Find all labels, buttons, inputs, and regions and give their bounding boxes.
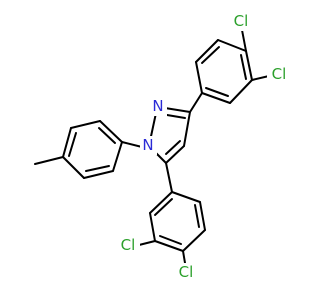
bond-ring-a6-double <box>205 87 229 97</box>
bond-ring-a2 <box>195 39 219 63</box>
bond-ring-a1 <box>195 61 203 94</box>
bond-ring-c1 <box>99 120 123 143</box>
bond-ring-a5 <box>229 79 253 104</box>
lower-dichlorophenyl-ring <box>138 162 206 264</box>
pyrazole-ring <box>149 107 191 164</box>
bond-c4-c5 <box>165 145 185 164</box>
bond-ring-b4 <box>182 229 206 252</box>
atom-cl-bottom-a-label: Cl <box>121 236 136 254</box>
bond-ring-b5 <box>199 201 206 231</box>
bond-n2-c3 <box>164 107 191 113</box>
atom-cl-bottom-b-label: Cl <box>179 263 194 281</box>
atom-n1-label: N <box>142 136 153 154</box>
atom-labels: N N Cl Cl Cl Cl <box>116 12 291 282</box>
bond-ring-a4 <box>245 50 253 81</box>
bond-ring-b1 <box>149 191 173 214</box>
bond-ring-c1-double <box>98 127 116 144</box>
bond-ring-c3 <box>62 127 72 158</box>
bond-ring-c5 <box>83 170 114 179</box>
bond-ring-c3-double <box>68 132 77 157</box>
bond-ring-c5-double <box>85 165 110 172</box>
bond-ring-b2 <box>149 212 156 242</box>
bond-n1-aryl <box>121 141 143 148</box>
bond-n2-c3-double <box>166 114 186 119</box>
molecule-structure: N N Cl Cl Cl Cl <box>34 12 291 282</box>
bond-ring-a6 <box>201 92 231 104</box>
atom-cl-top-a-label: Cl <box>234 12 249 30</box>
bond-c3-aryl <box>189 92 203 113</box>
atom-n2-label: N <box>152 97 163 115</box>
bond-c5-aryl <box>165 162 173 193</box>
bond-ring-c6 <box>112 141 123 172</box>
bond-ring-c2 <box>70 120 101 129</box>
bond-c-cl-bottom-b <box>182 250 186 264</box>
bond-ring-b5-double <box>194 204 200 228</box>
tolyl-ring <box>34 120 143 179</box>
bond-ring-b3 <box>154 240 184 252</box>
bond-ring-a4-double <box>240 54 247 80</box>
bond-ring-a2-double <box>201 46 220 64</box>
bond-ring-b3-double <box>159 235 182 245</box>
bond-c-cl-top-b <box>251 75 270 81</box>
bond-ring-c4 <box>62 156 85 179</box>
bond-c4-c5-double <box>165 140 181 155</box>
bond-methyl <box>34 156 64 165</box>
bond-ring-a3 <box>217 39 247 52</box>
upper-dichlorophenyl-ring <box>189 29 270 113</box>
bond-ring-b6 <box>171 191 201 203</box>
atom-cl-top-b-label: Cl <box>272 65 287 83</box>
bond-c-cl-top-a <box>241 29 247 52</box>
bond-ring-b1-double <box>154 198 173 216</box>
bond-c3-c4 <box>183 111 191 147</box>
bond-c-cl-bottom-a <box>138 240 156 246</box>
